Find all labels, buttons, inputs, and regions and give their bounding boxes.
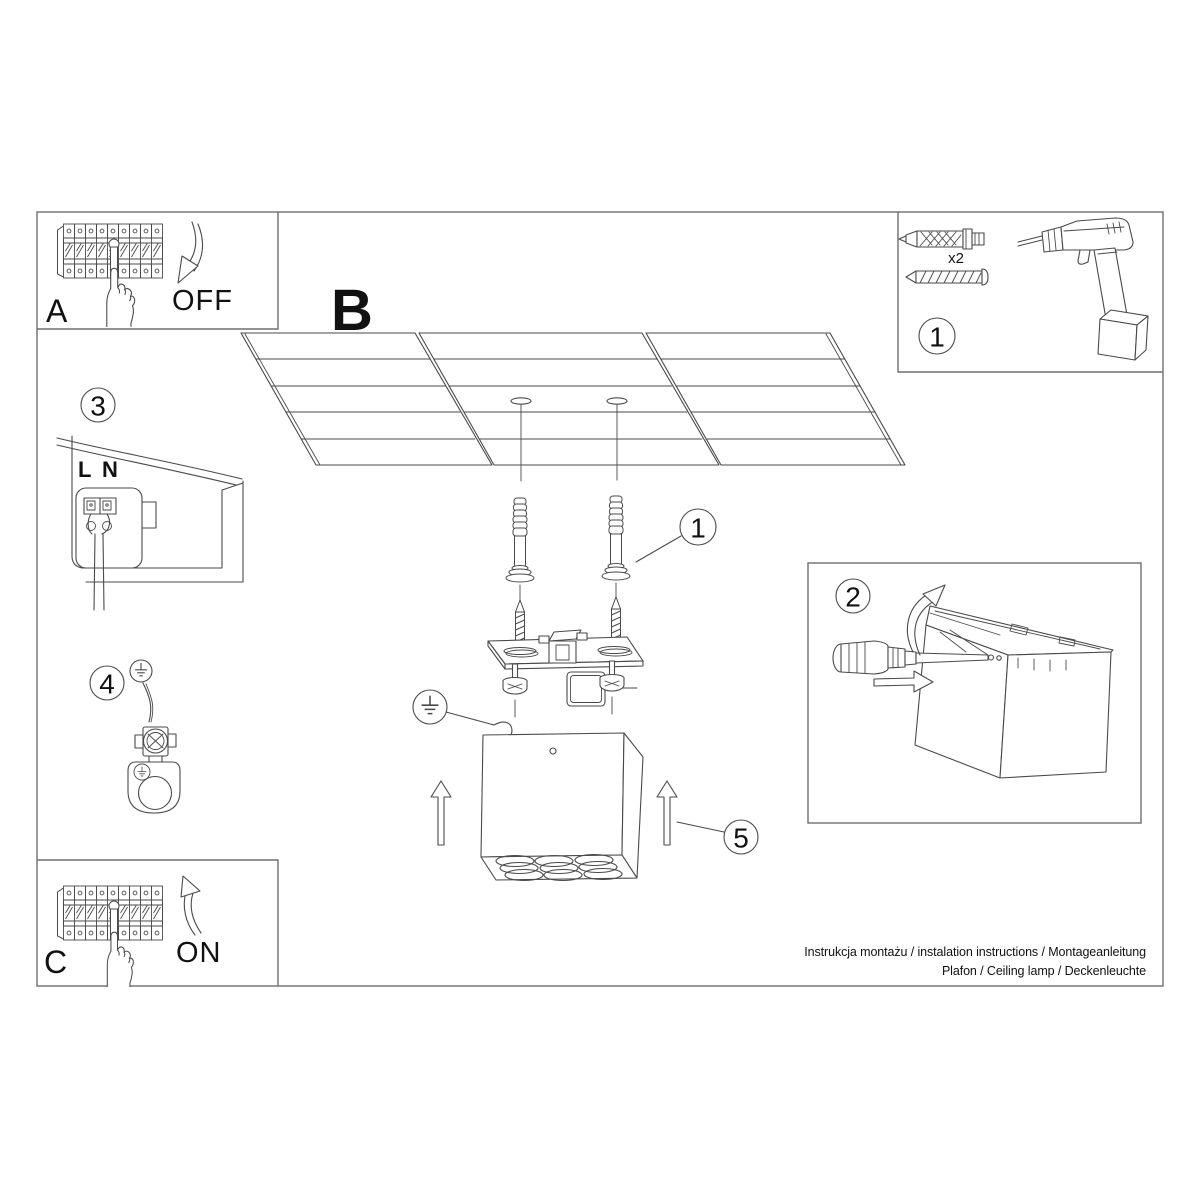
alignment-lines [514,696,613,718]
panel-parts-1: x2 1 [897,212,1163,373]
footer-line-2: Plafon / Ceiling lamp / Deckenleuchte [942,964,1146,978]
screw-icon [611,596,621,644]
panel-1-border [897,212,1163,373]
step-1-badge: 1 [918,317,956,355]
panel-2-adjustment: 2 [807,562,1142,824]
step-2-number: 2 [845,582,861,613]
led-lens-grid [495,853,623,882]
quantity-label: x2 [948,250,964,267]
step-2-badge: 2 [835,578,871,614]
screw-hole [549,747,557,755]
step-3-number: 3 [90,391,106,422]
breaker-strip-icon [58,224,163,278]
ground-symbol-icon [129,659,153,683]
assembly-column: 1 [412,397,759,882]
breaker-strip-icon [58,886,163,940]
fixing-screw-down [502,663,528,695]
panel-a-letter: A [46,293,68,329]
ceiling-hole [510,397,532,405]
step-1-number: 1 [929,322,945,353]
detail-3-terminal-wiring: 3 L N [56,387,244,611]
open-housing-box [914,605,1114,779]
screwdriver-icon [832,640,995,675]
footer-caption: Instrukcja montażu / instalation instruc… [804,945,1146,978]
lamp-housing [480,732,644,882]
terminal-l-label: L [78,457,91,482]
footer-line-1: Instrukcja montażu / instalation instruc… [804,945,1146,959]
driver-box [566,671,606,707]
panel-a-border [37,212,279,330]
curved-arrow-up-icon [180,875,202,936]
step-3-badge: 3 [80,387,116,423]
ground-bracket [127,761,181,814]
mounting-bracket [487,629,644,707]
step-4-badge: 4 [89,665,125,701]
wall-plug-icon [505,497,535,583]
step-5-number: 5 [733,823,749,854]
arrow-right-icon [873,670,934,693]
ground-callout [412,689,513,737]
panel-a-power-off: A OFF [37,212,279,330]
panel-2-border [807,562,1142,824]
curved-arrow-open-icon [906,584,946,656]
curved-arrow-down-icon [177,221,203,284]
panel-c-letter: C [44,944,67,980]
terminal-n-label: N [102,457,118,482]
terminal-block [83,497,117,515]
ground-terminal [134,726,177,763]
step-1-callout: 1 [635,508,717,563]
screw-icon [905,268,989,286]
alignment-lines [519,404,618,600]
step-1-callout-number: 1 [690,513,706,544]
drill-icon [1017,217,1149,361]
ceiling-panels [240,332,906,466]
hand-icon [106,267,136,328]
arrow-up-icon [656,780,678,846]
off-label: OFF [172,285,233,317]
panel-b-letter: B [331,278,373,343]
wires-and-cable [86,513,112,611]
screw-icon [515,599,525,647]
step-5-callout: 5 [676,819,759,855]
on-label: ON [176,937,222,969]
page-border [36,211,1164,987]
side-hole [996,655,1002,661]
arrow-up-icon [430,780,452,846]
ceiling-hole [606,397,628,405]
step-4-number: 4 [99,669,115,700]
wall-plug-icon [601,495,631,581]
detail-4-ground-connector: 4 [89,659,181,814]
panel-c-border [37,859,279,986]
wall-plug-icon [898,228,985,250]
panel-c-power-on: C ON [37,859,279,988]
fixing-screw-down [599,660,625,692]
ground-wire [142,682,152,723]
